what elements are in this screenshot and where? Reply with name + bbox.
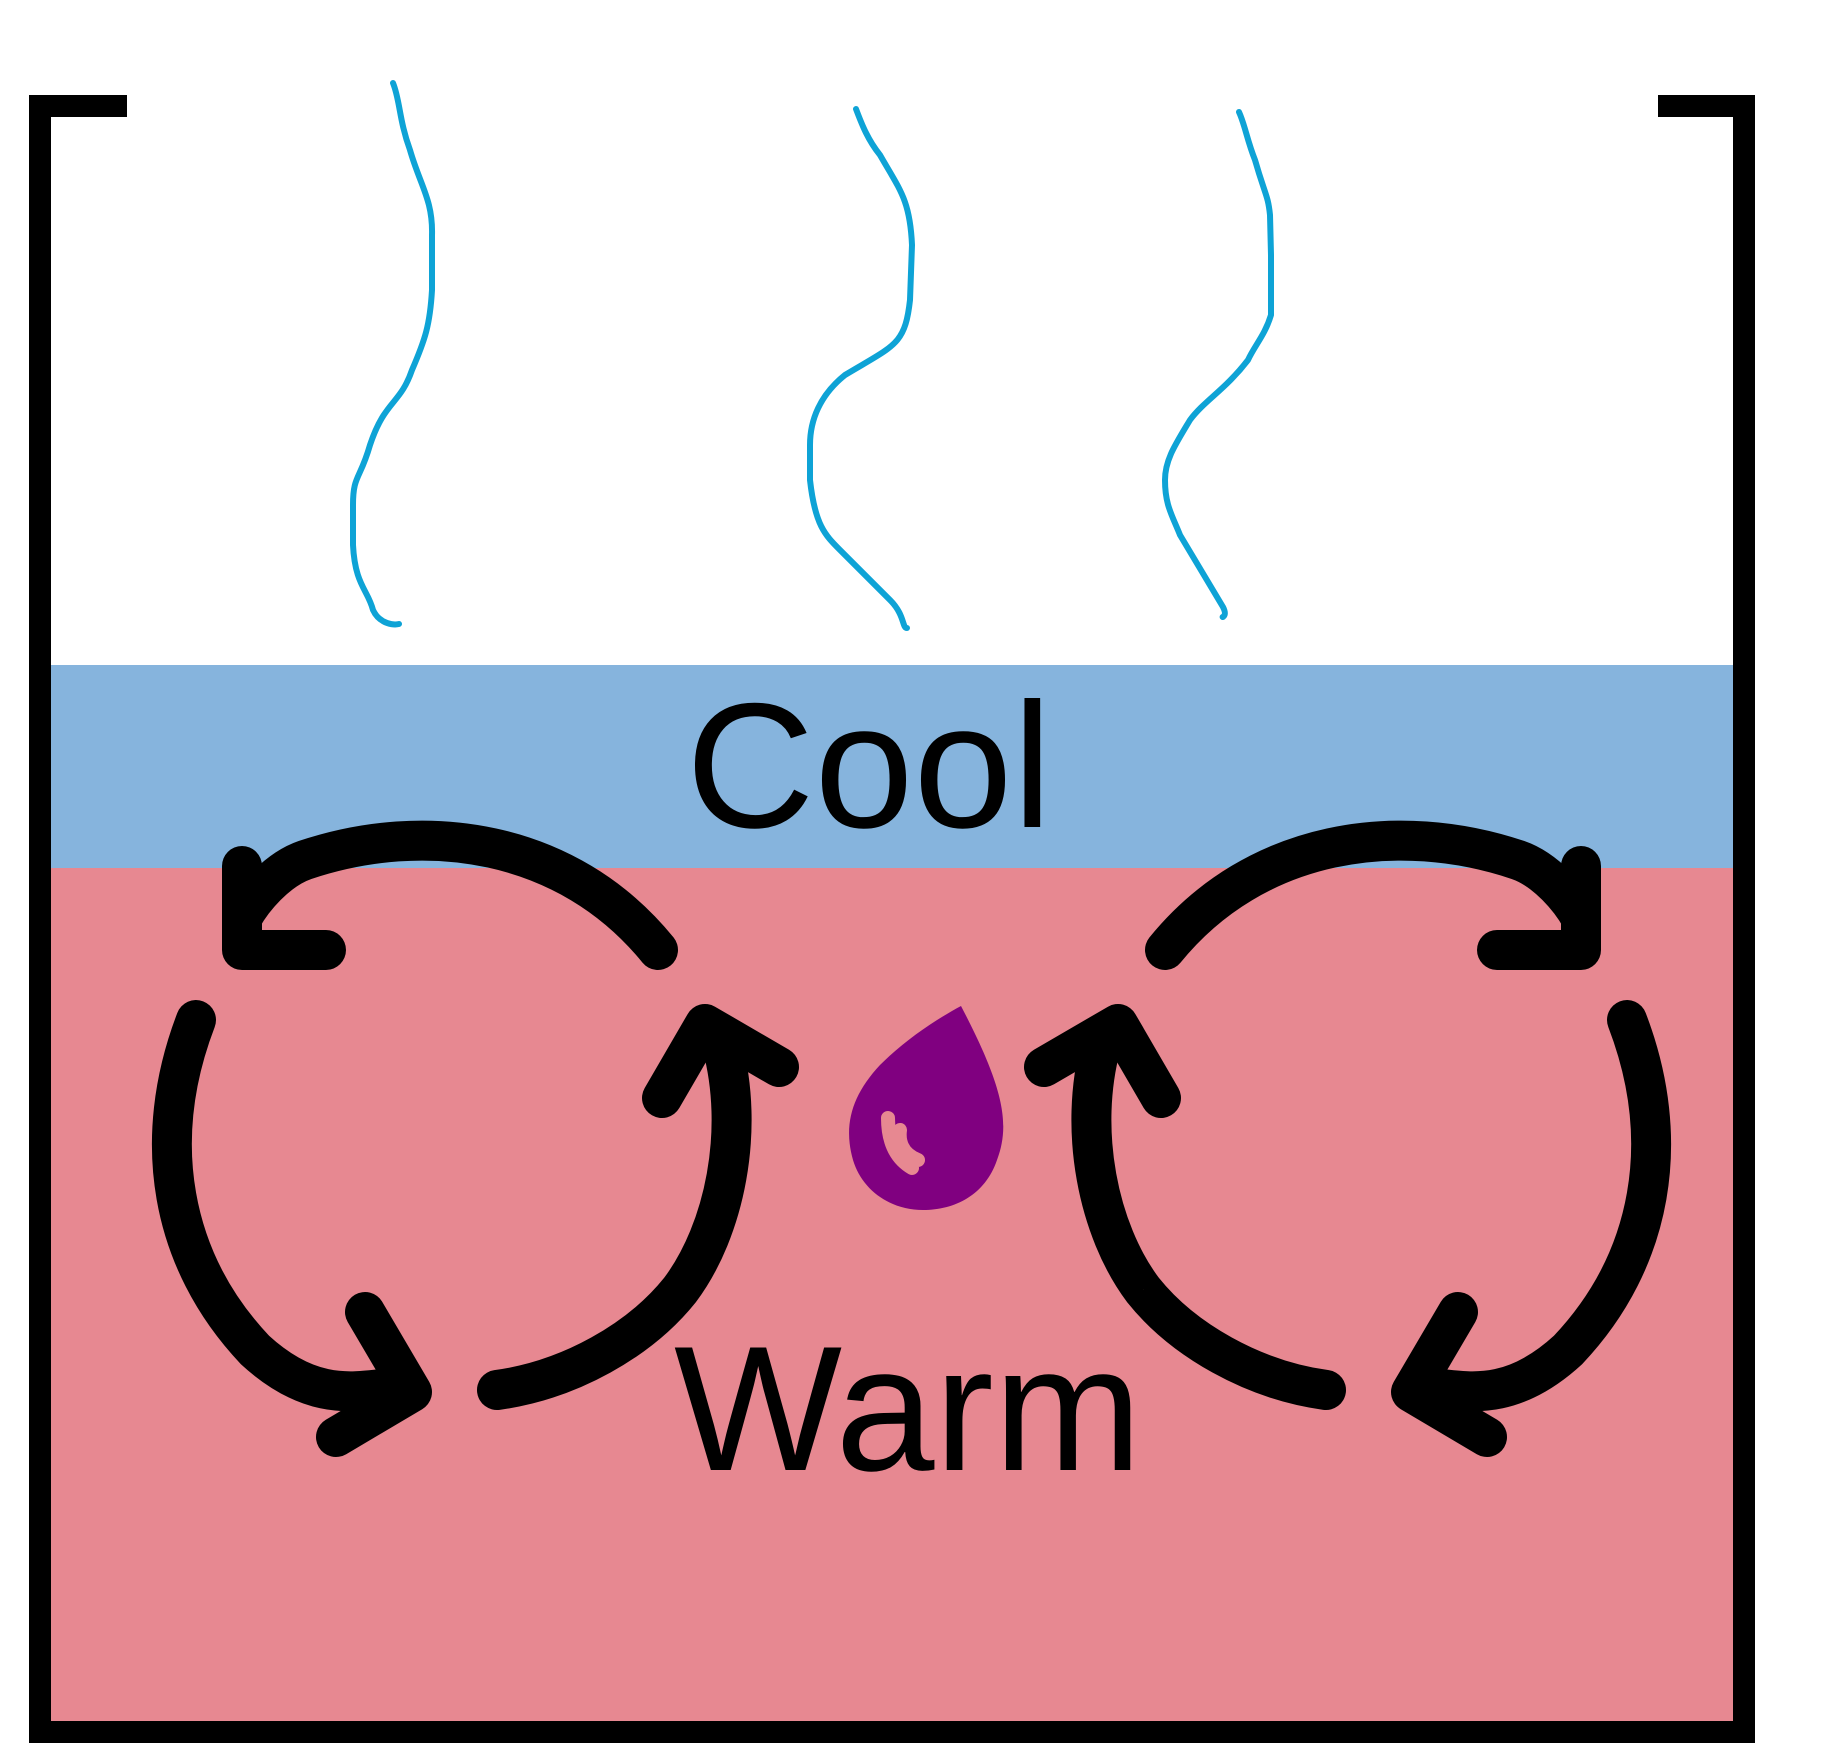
- arrow-head: [1477, 846, 1601, 970]
- arrow-head: [1391, 1292, 1507, 1457]
- cool-label: Cool: [686, 666, 1052, 865]
- arrow-head: [642, 1004, 799, 1118]
- container-left-wall: [29, 95, 1755, 1743]
- circular-arrow-icon: [477, 1025, 752, 1410]
- circular-arrow-icon: [1145, 820, 1601, 970]
- circular-arrow-icon: [222, 820, 678, 970]
- circular-arrow-icon: [1410, 1000, 1672, 1412]
- circular-arrow-icon: [1071, 1025, 1346, 1410]
- droplet-highlight: [881, 1111, 925, 1175]
- droplet-icon: [849, 1006, 1004, 1210]
- circular-arrow-icon: [151, 1000, 413, 1412]
- vapor-wave-icon: [1162, 109, 1274, 620]
- left-convection-cell: [151, 820, 799, 1457]
- arrow-head: [316, 1292, 432, 1457]
- warm-label: Warm: [674, 1309, 1142, 1508]
- vapor-wave-icon: [350, 80, 436, 628]
- vapor-lines: [350, 80, 1274, 631]
- arrow-head: [222, 846, 346, 970]
- vapor-wave-icon: [807, 106, 915, 631]
- arrow-head: [1024, 1004, 1181, 1118]
- right-convection-cell: [1024, 820, 1672, 1457]
- warm-layer: [40, 868, 1744, 1727]
- droplet: [849, 1006, 1004, 1210]
